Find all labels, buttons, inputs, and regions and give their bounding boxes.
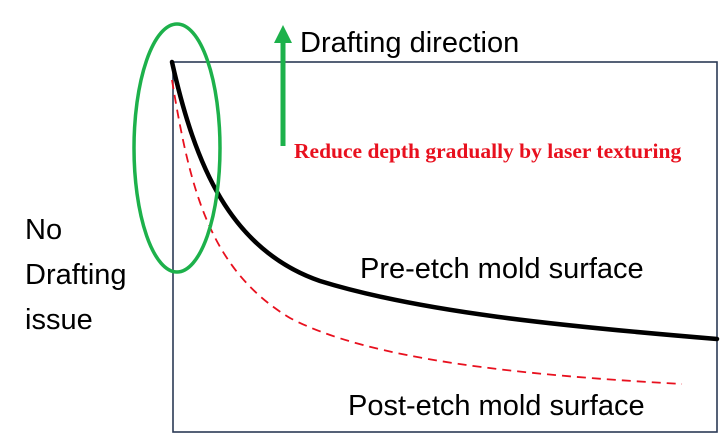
- no-drafting-line-1: No: [25, 214, 62, 246]
- drafting-direction-label: Drafting direction: [300, 27, 519, 59]
- drafting-arrow: [274, 25, 292, 146]
- no-drafting-issue-label: No Drafting issue: [25, 214, 127, 336]
- highlight-ellipse: [132, 22, 222, 274]
- drafting-arrow-head: [274, 25, 292, 43]
- post-etch-label: Post-etch mold surface: [348, 390, 645, 422]
- pre-etch-label: Pre-etch mold surface: [360, 253, 644, 285]
- no-drafting-line-3: issue: [25, 304, 93, 336]
- reduce-depth-label: Reduce depth gradually by laser texturin…: [294, 139, 681, 163]
- post-etch-curve: [171, 79, 683, 385]
- plot-frame: [172, 61, 718, 433]
- pre-etch-curve: [169, 59, 720, 342]
- no-drafting-line-2: Drafting: [25, 259, 127, 291]
